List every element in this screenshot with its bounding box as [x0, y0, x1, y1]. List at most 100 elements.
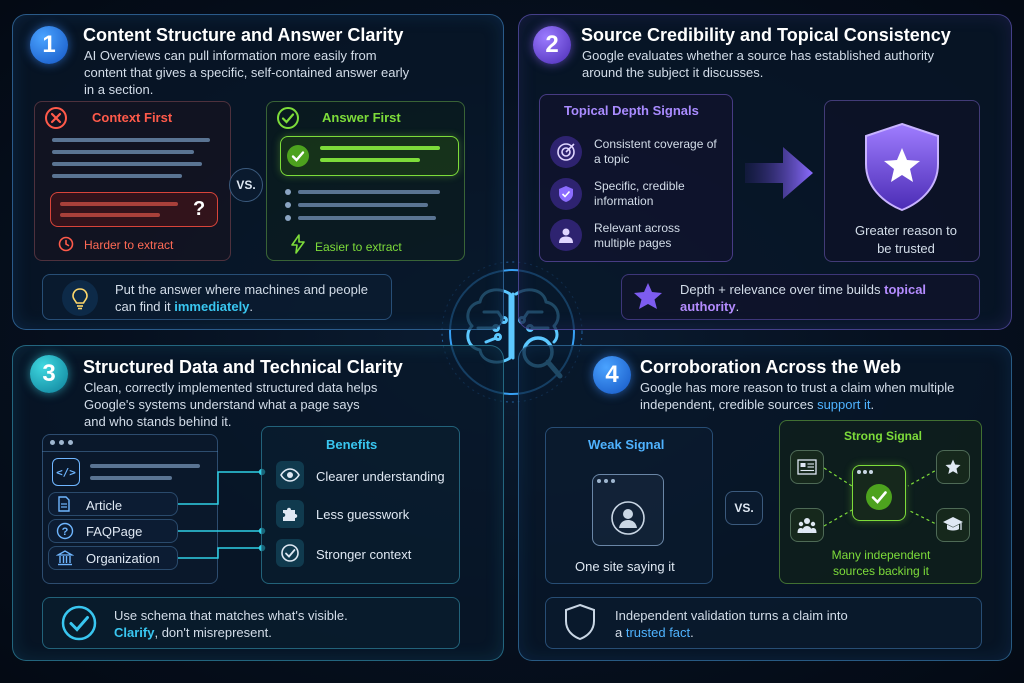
source-card-graduation — [936, 508, 970, 542]
section-4-description: Google has more reason to trust a claim … — [640, 380, 955, 412]
connector-lines — [178, 464, 268, 574]
section-3-description: Clean, correctly implemented structured … — [84, 380, 378, 429]
vs-label: VS. — [236, 178, 256, 192]
tip-bar-3 — [42, 597, 460, 649]
answer-first-label: Answer First — [322, 110, 401, 125]
check-badge-icon — [286, 144, 310, 168]
text-line — [52, 138, 210, 142]
tip-1-highlight: immediately — [174, 299, 250, 314]
bullet-dot — [285, 202, 291, 208]
tip-1-text: Put the answer where machines and people… — [115, 282, 368, 314]
user-icon — [550, 219, 582, 251]
window-dot — [857, 470, 861, 474]
text-line — [52, 174, 182, 178]
window-dot — [604, 479, 608, 483]
text-line — [298, 190, 440, 194]
schema-faqpage-label: FAQPage — [86, 524, 143, 539]
source-card-people — [790, 508, 824, 542]
text-line — [60, 202, 178, 206]
window-dot — [863, 470, 867, 474]
check-circle-icon — [276, 539, 304, 567]
tip-bar-2 — [621, 274, 980, 320]
section-4-title: Corroboration Across the Web — [640, 357, 902, 377]
puzzle-icon — [276, 500, 304, 528]
code-icon: </> — [52, 458, 80, 486]
schema-article-label: Article — [86, 498, 123, 513]
weak-signal-card — [545, 427, 713, 584]
vs-label: VS. — [734, 501, 754, 515]
tip-2-highlight: topical authority — [680, 282, 927, 314]
text-line — [90, 476, 172, 480]
source-card-star — [936, 450, 970, 484]
signal-item-2: Specific, credible information — [594, 179, 685, 208]
text-line — [52, 150, 194, 154]
text-line — [60, 213, 160, 217]
clock-icon — [58, 236, 74, 252]
shield-icon — [564, 603, 596, 641]
network-lines — [790, 448, 974, 548]
bullet-dot — [285, 215, 291, 221]
schema-item-faqpage — [48, 519, 178, 543]
schema-organization-label: Organization — [86, 551, 160, 566]
arrow-right-icon — [743, 143, 815, 203]
text-line — [320, 146, 440, 150]
tip-4-text: Independent validation turns a claim int… — [615, 608, 848, 640]
lightbulb-icon — [62, 280, 98, 316]
benefit-item-2: Less guesswork — [316, 507, 410, 522]
weak-signal-title: Weak Signal — [588, 437, 665, 452]
context-first-card — [34, 101, 231, 261]
user-icon — [610, 500, 646, 536]
lightning-icon — [290, 234, 306, 254]
text-line — [52, 162, 202, 166]
benefits-title: Benefits — [326, 437, 378, 452]
tip-4-highlight: trusted fact — [625, 625, 691, 640]
bullet-dot — [285, 189, 291, 195]
section-2-title: Source Credibility and Topical Consisten… — [581, 25, 951, 45]
shield-check-icon — [550, 178, 582, 210]
text-line — [298, 203, 428, 207]
vs-badge: VS. — [229, 168, 263, 202]
benefit-item-3: Stronger context — [316, 547, 412, 562]
trust-result-text: Greater reason to be trusted — [855, 223, 957, 256]
question-mark-icon: ? — [193, 198, 206, 220]
section-1-description: AI Overviews can pull information more e… — [84, 48, 410, 97]
star-icon — [632, 280, 664, 312]
context-first-label: Context First — [92, 110, 173, 125]
building-icon — [56, 549, 74, 567]
check-circle-icon — [60, 604, 98, 642]
question-icon: ? — [56, 522, 74, 540]
text-line — [298, 216, 436, 220]
signal-item-1: Consistent coverage of a topic — [594, 137, 717, 166]
document-icon — [57, 496, 71, 512]
answer-first-footer: Easier to extract — [315, 240, 402, 254]
error-icon — [44, 106, 68, 130]
tip-3-text: Use schema that matches what's visible. … — [114, 608, 348, 640]
window-dot — [68, 440, 73, 445]
context-first-footer: Harder to extract — [84, 238, 174, 252]
section-3-title: Structured Data and Technical Clarity — [83, 357, 403, 377]
section-2-description: Google evaluates whether a source has es… — [582, 48, 934, 80]
eye-icon — [276, 461, 304, 489]
window-dot — [50, 440, 55, 445]
vs-badge: VS. — [725, 491, 763, 525]
buried-answer-box — [50, 192, 218, 227]
check-badge-icon — [864, 482, 894, 512]
tip-2-text: Depth + relevance over time builds topic… — [680, 282, 927, 314]
star-shield-icon — [860, 120, 944, 212]
tip-bar-4 — [545, 597, 982, 649]
section-3-number: 3 — [30, 355, 68, 393]
highlighted-answer-box — [280, 136, 459, 176]
window-dot — [611, 479, 615, 483]
section-1-number: 1 — [30, 26, 68, 64]
check-circle-icon — [276, 106, 300, 130]
signal-item-3: Relevant across multiple pages — [594, 221, 681, 250]
target-icon — [550, 136, 582, 168]
section-4-highlight: support it — [817, 397, 871, 412]
tip-3-highlight: Clarify — [114, 625, 155, 640]
text-line — [90, 464, 200, 468]
strong-signal-caption: Many independent sources backing it — [831, 548, 931, 578]
window-dot — [869, 470, 873, 474]
tip-bar-1 — [42, 274, 392, 320]
benefit-item-1: Clearer understanding — [316, 469, 445, 484]
window-dot — [59, 440, 64, 445]
